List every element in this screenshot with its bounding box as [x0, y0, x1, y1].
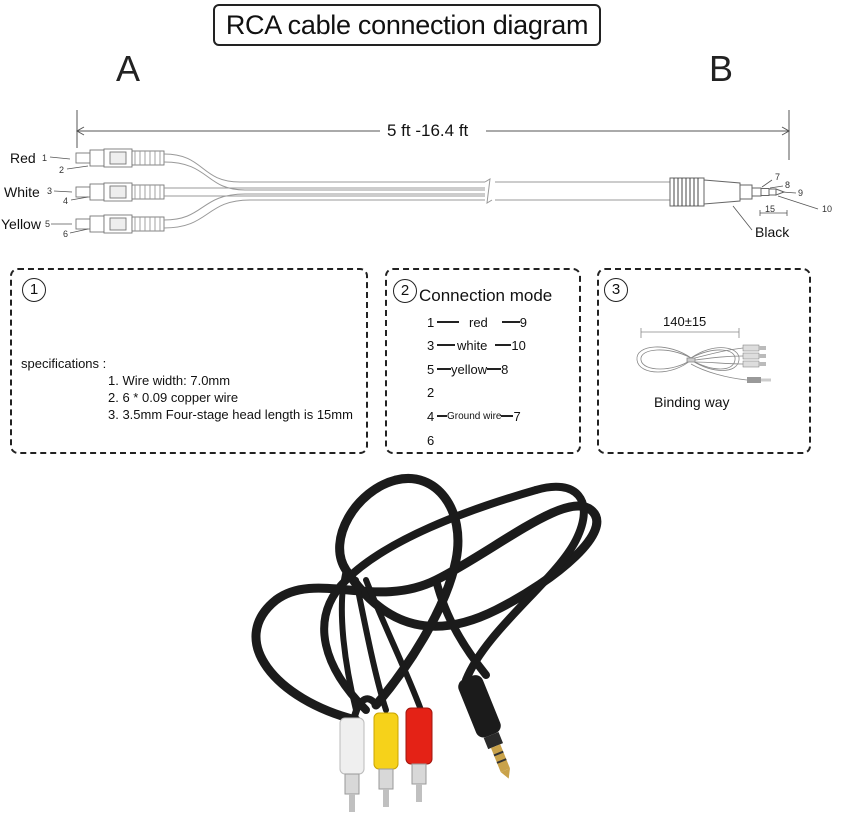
cable-wires: [163, 153, 670, 229]
spec-item: 1. Wire width: 7.0mm: [108, 373, 231, 388]
specifications-heading: specifications :: [21, 356, 107, 371]
rca-cable-product-image: [251, 474, 602, 812]
connection-row: 1 red 9: [427, 310, 527, 334]
spec-item: 3. 3.5mm Four-stage head length is 15mm: [108, 407, 353, 422]
binding-way-caption: Binding way: [654, 394, 730, 410]
cable-line-drawing: [49, 110, 819, 234]
pin-number: 3: [47, 186, 53, 196]
pin-number: 5: [45, 219, 51, 229]
pin-number: 6: [63, 229, 69, 239]
pin-number: 2: [59, 165, 65, 175]
connection-left-pin: 1: [427, 314, 435, 330]
jack-label-black: Black: [755, 224, 790, 240]
jack-length-dimension: 15: [765, 204, 776, 214]
pin-number: 7: [775, 172, 781, 182]
connection-right-pin: 9: [519, 314, 528, 330]
rca-plug-red: [75, 148, 165, 168]
connection-mode-title: Connection mode: [419, 286, 553, 305]
rca-plug-white: [75, 182, 165, 202]
pin-number: 9: [798, 188, 804, 198]
connection-color: Ground wire: [447, 410, 502, 422]
connection-color: red: [469, 314, 488, 330]
connection-mode-panel: 2 Connection mode 1 red 9 3 white 10 5 y…: [385, 268, 581, 454]
jack-plug: [458, 675, 510, 779]
connection-left-pin: 5: [427, 361, 435, 377]
connection-row: 6: [427, 428, 437, 452]
length-dimension-line: [75, 110, 791, 160]
plug-label-white: White: [4, 184, 40, 200]
pin-number: 4: [63, 196, 69, 206]
specifications-panel: 1 specifications : 1. Wire width: 7.0mm …: [10, 268, 368, 454]
jack-35mm: [669, 177, 786, 207]
rca-plug-yellow: [75, 214, 165, 234]
rca-plug-white-photo: [339, 717, 365, 812]
panel-number-badge: 2: [393, 279, 417, 303]
cable-length-label: 5 ft -16.4 ft: [384, 121, 472, 141]
pin-number: 1: [42, 153, 48, 163]
connection-row: 5 yellow 8: [427, 357, 508, 381]
connection-left-pin: 6: [427, 432, 435, 448]
rca-plug-yellow-photo: [373, 712, 399, 807]
binding-dimension-label: 140±15: [663, 314, 707, 329]
end-b-label: B: [709, 48, 734, 89]
connection-row: 3 white 10: [427, 333, 526, 357]
coiled-cable-drawing: [636, 328, 771, 383]
pin-number: 10: [822, 204, 833, 214]
end-a-label: A: [116, 48, 141, 89]
connection-left-pin: 3: [427, 337, 435, 353]
plug-label-red: Red: [10, 150, 36, 166]
diagram-title: RCA cable connection diagram: [213, 4, 601, 46]
connection-color: white: [457, 337, 488, 353]
pin-number: 8: [785, 180, 791, 190]
panel-number-badge: 3: [604, 278, 628, 302]
connection-row: 2: [427, 380, 437, 404]
binding-way-panel: 3 140±15 Binding way: [597, 268, 811, 454]
connection-row: 4 Ground wire 7: [427, 404, 521, 428]
spec-item: 2. 6 * 0.09 copper wire: [108, 390, 239, 405]
rca-plug-red-photo: [405, 707, 433, 802]
mini-rca-plugs: [742, 344, 771, 383]
connection-right-pin: 8: [501, 361, 509, 377]
plug-label-yellow: Yellow: [1, 216, 41, 232]
connection-right-pin: 10: [511, 337, 526, 353]
pin-leaders: [49, 156, 819, 234]
panel-number-badge: 1: [22, 278, 46, 302]
connection-color: yellow: [451, 361, 488, 377]
connection-left-pin: 2: [427, 384, 435, 400]
connection-left-pin: 4: [427, 408, 435, 424]
connection-right-pin: 7: [513, 408, 521, 424]
